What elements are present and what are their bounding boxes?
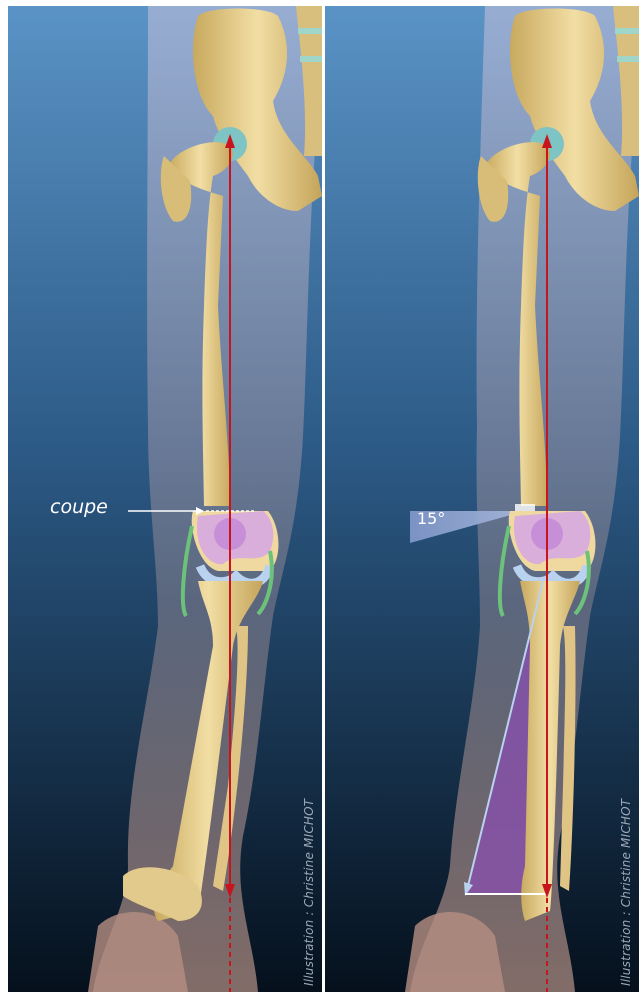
angle-label: 15° (417, 509, 445, 528)
spine-disc (617, 56, 639, 62)
leg-skeleton-after (325, 6, 639, 992)
illustration-credit: Illustration : Christine MICHOT (619, 726, 633, 986)
spine-disc (615, 28, 639, 34)
spine-disc (300, 56, 322, 62)
illustration-before: coupe Illustration : Christine MICHOT (8, 6, 322, 992)
illustration-after: 15° Illustration : Christine MICHOT (325, 6, 639, 992)
cut-label: coupe (50, 496, 108, 518)
spine-disc (298, 28, 322, 34)
illustration-credit: Illustration : Christine MICHOT (302, 726, 316, 986)
